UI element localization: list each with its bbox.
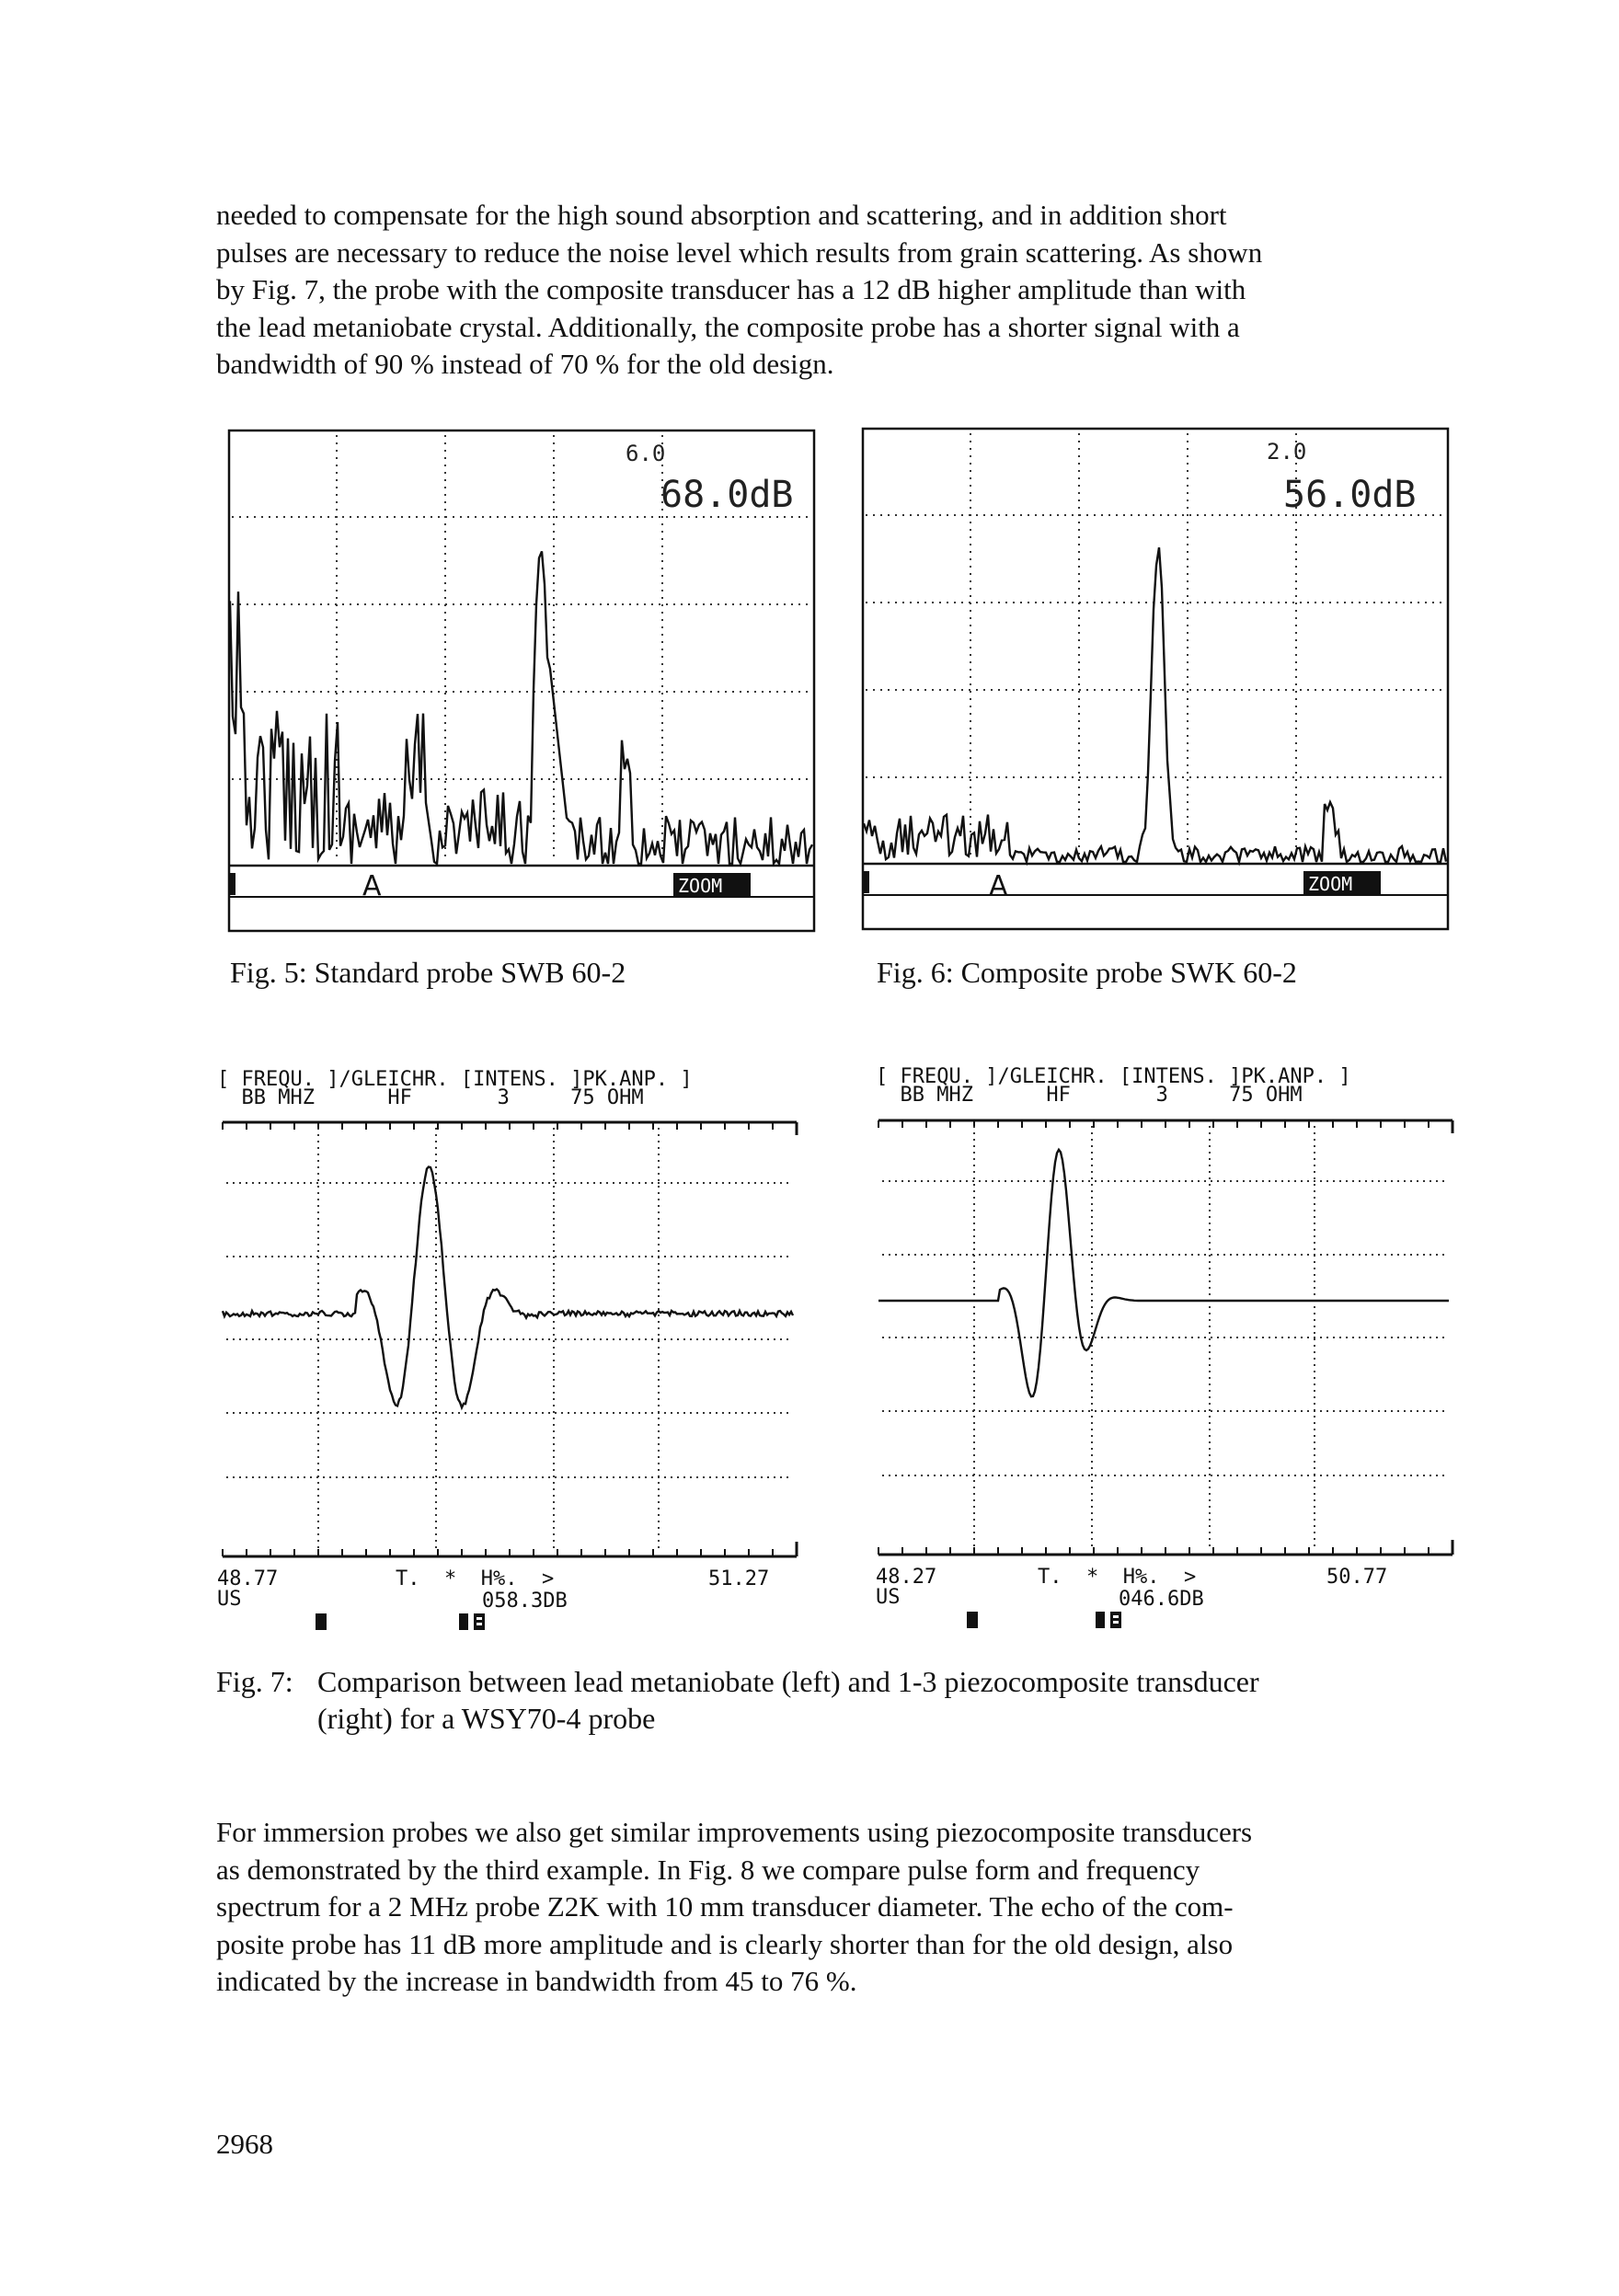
fig7-right-frame [878,1119,1454,1556]
fig6-scale-label: 2.0 [1267,439,1306,465]
fig7-right-time-unit: US [876,1586,901,1609]
fig7-right-end-time: 50.77 [1326,1566,1388,1589]
fig5-spectrum-trace [228,550,814,867]
fig7-right-header-line2: BB MHZ HF 3 75 OHM [876,1084,1303,1107]
fig7-left-waveform-trace [221,1165,795,1411]
fig7-left-gain: 058.3DB [482,1590,568,1613]
fig5-scale-label: 6.0 [626,441,665,466]
fig7-left-header-line1: [ FREQU. ]/GLEICHR. [INTENS. ]PK.ANP. ] [217,1068,693,1091]
fig5-readout: 68.0dB [660,474,794,516]
text-line: the lead metaniobate crystal. Additional… [216,310,1240,343]
fig6-cursor-label: A [989,870,1008,902]
fig5-zoom-badge [673,873,751,897]
fig7-right-waveform-display [878,1108,1458,1567]
text-line: posite probe has 11 dB more amplitude an… [216,1927,1234,1960]
fig6-readout: 56.0dB [1283,474,1417,516]
fig6-zoom-badge [1303,871,1381,895]
fig7-caption-label: Fig. 7: [216,1665,293,1698]
fig6-caption: Fig. 6: Composite probe SWK 60-2 [877,956,1297,989]
paragraph-top: needed to compensate for the high sound … [216,197,1453,384]
fig7-right-grid [882,1126,1449,1549]
fig6-left-marker [864,871,869,893]
fig7-left-start-time: 48.77 [217,1567,279,1590]
fig7-right-header-line1: [ FREQU. ]/GLEICHR. [INTENS. ]PK.ANP. ] [876,1065,1351,1088]
fig7-left-gain-icons [305,1591,463,1636]
text-line: spectrum for a 2 MHz probe Z2K with 10 m… [216,1890,1234,1923]
fig5-zoom-label: ZOOM [678,875,722,897]
fig7-right-start-time: 48.27 [876,1566,937,1589]
fig7-right-gain: 046.6DB [1119,1588,1204,1611]
fig6-spectrum-trace [862,547,1448,867]
fig6-spectrum-display: 2.0 56.0dB A ZOOM [861,427,1451,932]
text-line: by Fig. 7, the probe with the composite … [216,273,1246,305]
fig7-left-grid [226,1128,793,1551]
fig7-caption-line2: (right) for a WSY70-4 probe [317,1702,656,1735]
text-line: indicated by the increase in bandwidth f… [216,1965,857,1997]
text-line: For immersion probes we also get similar… [216,1816,1253,1848]
fig5-cursor-label: A [362,870,382,902]
fig7-left-markers: T. * H%. > [396,1567,555,1590]
paragraph-bottom: For immersion probes we also get similar… [216,1814,1453,2001]
fig5-spectrum-display: 6.0 68.0dB A ZOOM [227,429,817,934]
text-line: needed to compensate for the high sound … [216,199,1227,231]
fig7-right-waveform-trace [878,1147,1449,1398]
fig5-left-marker [230,873,235,895]
fig7-left-frame [222,1120,798,1558]
fig7-left-end-time: 51.27 [708,1567,770,1590]
fig7-right-gain-icons [957,1590,985,1634]
page-number: 2968 [216,2128,273,2160]
fig7-left-db-icons [449,1591,492,1636]
text-line: pulses are necessary to reduce the noise… [216,235,1263,269]
fig6-grid [866,433,1445,860]
fig5-caption: Fig. 5: Standard probe SWB 60-2 [230,956,626,989]
fig7-left-time-unit: US [217,1588,242,1611]
text-line: bandwidth of 90 % instead of 70 % for th… [216,348,834,380]
fig6-zoom-label: ZOOM [1308,873,1352,895]
text-line: as demonstrated by the third example. In… [216,1853,1200,1886]
fig7-caption-line1: Comparison between lead metaniobate (lef… [317,1665,1259,1698]
fig7-right-markers: T. * H%. > [1038,1566,1197,1589]
fig7-left-header-line2: BB MHZ HF 3 75 OHM [217,1086,644,1109]
fig7-right-db-icons [1085,1590,1129,1634]
fig7-left-waveform-display [221,1109,802,1569]
